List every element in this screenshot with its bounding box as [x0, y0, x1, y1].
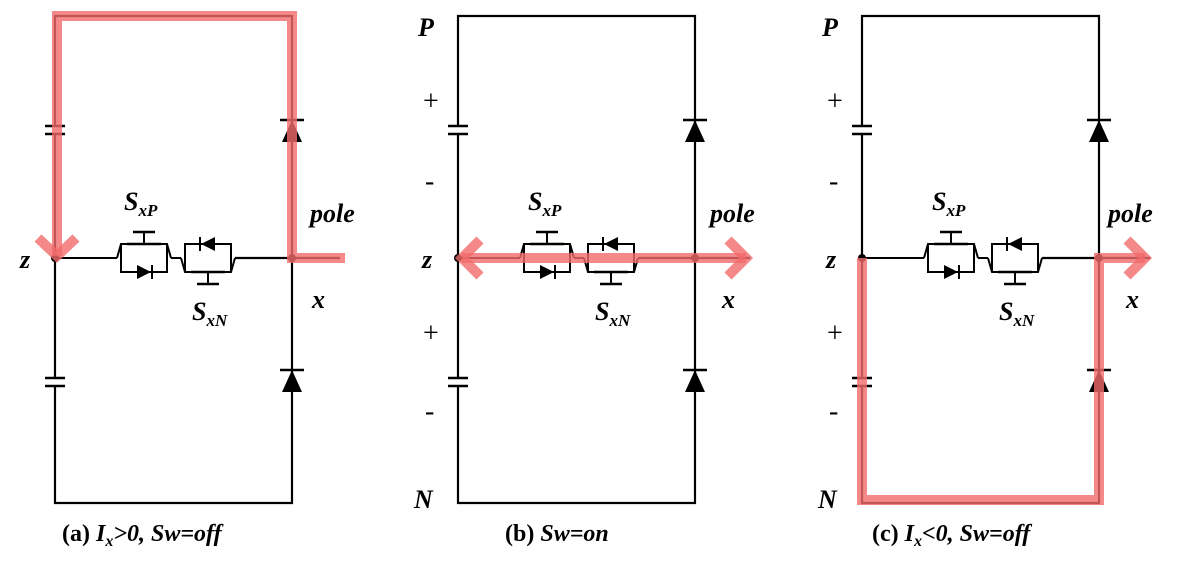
panel-c-diode-top	[1085, 118, 1113, 144]
panel-b-sign-plus-bottom: +	[423, 318, 439, 349]
panel-b-label-x: x	[721, 285, 735, 314]
panel-c-label-pole: pole	[1106, 199, 1153, 228]
panel-b-sign-minus-top: -	[425, 166, 434, 197]
panel-c-sign-plus-bottom: +	[827, 318, 843, 349]
panel-c-label-sxp: SxP	[932, 187, 966, 220]
panel-b-capacitor-bottom	[446, 375, 470, 389]
panel-b-label-sxp: SxP	[528, 187, 562, 220]
panel-c-switch-pair	[860, 230, 1044, 286]
panel-a-current-arrowhead	[34, 234, 80, 263]
panel-c-frame	[860, 14, 1101, 505]
panel-c-sign-minus-bottom: -	[829, 396, 838, 427]
panel-a-diode-bottom	[278, 368, 306, 394]
panel-b-label-sxn: SxN	[595, 297, 631, 330]
panel-c-label-sxn: SxN	[999, 297, 1035, 330]
panel-c-label-z: z	[825, 245, 837, 274]
panel-b-label-z: z	[421, 245, 433, 274]
panel-a: z x pole SxP SxN (a) Ix>0, Sw=off	[19, 11, 355, 550]
panel-a-label-sxn: SxN	[192, 297, 228, 330]
panel-a-label-x: x	[311, 285, 325, 314]
panel-c-current-arrowhead	[1123, 236, 1153, 280]
panel-a-switch-pair	[53, 230, 237, 286]
panel-c-current-path	[857, 253, 1145, 505]
panel-b-current-arrowhead-left	[454, 236, 484, 280]
panel-b-label-p: P	[417, 13, 435, 42]
panel-b-sign-plus-top: +	[423, 86, 439, 117]
panel-a-label-pole: pole	[308, 199, 355, 228]
panel-c-capacitor-top	[850, 123, 874, 137]
panel-b-diode-bottom	[681, 368, 709, 394]
panel-c-sign-plus-top: +	[827, 86, 843, 117]
panel-a-frame	[53, 14, 294, 505]
panel-c-caption: (c) Ix<0, Sw=off	[872, 521, 1032, 550]
panel-a-label-sxp: SxP	[124, 187, 158, 220]
panel-b-diode-top	[681, 118, 709, 144]
panel-c-label-p: P	[821, 13, 839, 42]
panel-b-capacitor-top	[446, 123, 470, 137]
panel-b-label-pole: pole	[708, 199, 755, 228]
panel-b-label-n: N	[413, 485, 434, 514]
panel-a-caption: (a) Ix>0, Sw=off	[62, 521, 224, 550]
panel-a-label-z: z	[19, 245, 31, 274]
panel-b: P N z x pole + - + - SxP SxN (b) Sw=on	[413, 13, 755, 547]
panel-b-sign-minus-bottom: -	[425, 396, 434, 427]
panel-a-capacitor-bottom	[43, 375, 67, 389]
panel-c-sign-minus-top: -	[829, 166, 838, 197]
panel-c: P N z x pole + - + - SxP SxN (c) Ix<0, S…	[817, 13, 1153, 550]
panel-c-label-x: x	[1125, 285, 1139, 314]
panel-b-current-arrowhead-right	[724, 236, 754, 280]
panel-a-current-path	[52, 11, 345, 263]
panel-c-label-n: N	[817, 485, 838, 514]
panel-b-caption: (b) Sw=on	[505, 521, 609, 547]
